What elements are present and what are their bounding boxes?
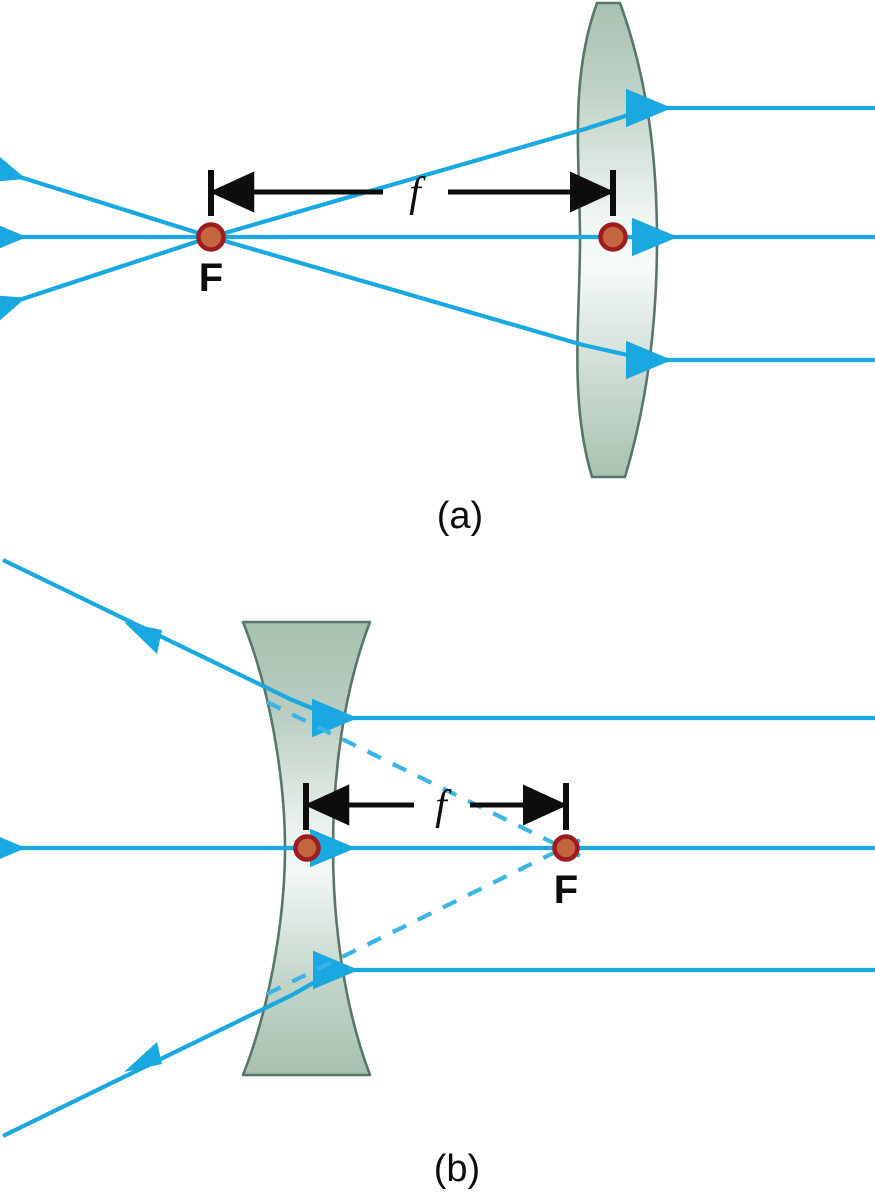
focal-point-label-b: F [554,868,578,912]
focal-point-b [552,834,580,862]
panel-caption-b: (b) [434,1148,480,1190]
outgoing-rays-b [0,558,338,1138]
focal-point-label-a: F [199,256,223,300]
panel-caption-a: (a) [437,495,483,537]
focal-point-a [196,222,226,252]
incoming-rays-a [625,88,875,380]
lens-center-point-b [293,834,321,862]
virtual-ray-b-lower [266,838,581,996]
outgoing-rays-a [0,146,212,331]
refracted-ray-a-top [210,106,651,240]
virtual-rays-b [266,700,581,996]
outgoing-ray-b-lower-arrowhead [124,1042,162,1072]
lens-center-point-a [598,222,628,252]
focal-length-dimension-b: f [303,783,569,830]
outgoing-ray-b-upper-arrowhead [124,622,162,654]
panel-a-converging-lens: f F (a) [0,1,875,537]
virtual-ray-b-upper [266,700,581,858]
outgoing-ray-a-upper [0,146,212,240]
focal-length-dimension-a: f [208,170,616,216]
refracted-rays-a [210,106,655,363]
incoming-rays-b [309,698,875,990]
panel-b-diverging-lens: f F (b) [0,558,875,1190]
refracted-ray-a-bottom [210,234,651,363]
outgoing-ray-b-lower [2,968,338,1138]
outgoing-ray-a-lower [0,235,212,331]
outgoing-ray-b-upper [2,558,337,720]
